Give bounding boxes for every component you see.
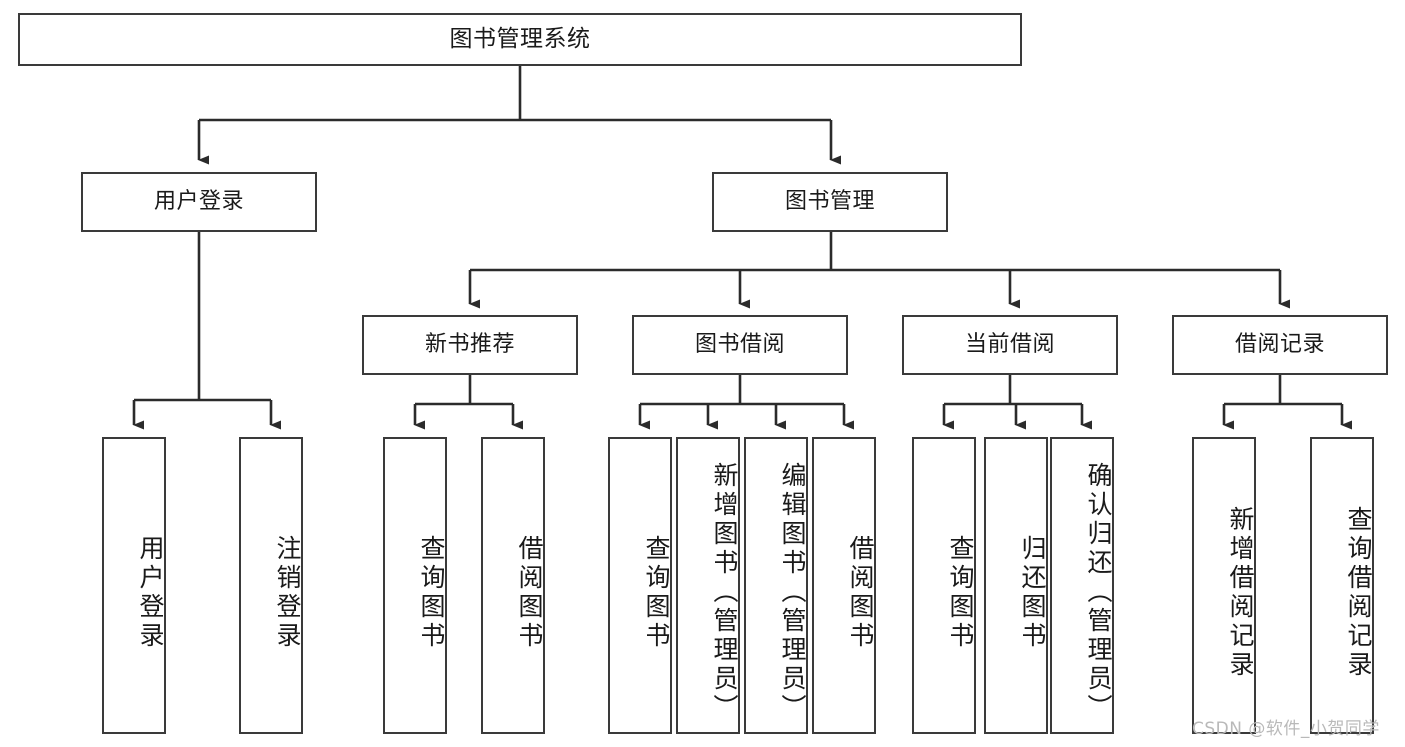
node-current-borrow-label: 当前借阅 — [964, 331, 1055, 357]
node-new-book-recommend-label: 新书推荐 — [424, 331, 515, 357]
node-leaf-user-login-label: 用户登录 — [136, 534, 165, 651]
node-book-management-label: 图书管理 — [784, 188, 875, 214]
node-leaf-confirm-return-admin[interactable]: 确认归还（管理员） — [1050, 437, 1114, 734]
node-root[interactable]: 图书管理系统 — [18, 13, 1022, 66]
node-leaf-borrow-book-recommend[interactable]: 借阅图书 — [481, 437, 545, 734]
node-leaf-query-book-borrow[interactable]: 查询图书 — [608, 437, 672, 734]
node-leaf-borrow-book[interactable]: 借阅图书 — [812, 437, 876, 734]
node-leaf-query-book-recommend[interactable]: 查询图书 — [383, 437, 447, 734]
node-leaf-add-book-admin[interactable]: 新增图书（管理员） — [676, 437, 740, 734]
node-leaf-borrow-book-label: 借阅图书 — [846, 534, 875, 651]
csdn-watermark: CSDN @软件_小贺同学 — [1192, 719, 1380, 739]
node-current-borrow[interactable]: 当前借阅 — [902, 315, 1118, 375]
node-leaf-add-book-admin-label: 新增图书（管理员） — [710, 462, 739, 723]
node-leaf-user-logout[interactable]: 注销登录 — [239, 437, 303, 734]
node-leaf-query-borrow-record[interactable]: 查询借阅记录 — [1310, 437, 1374, 734]
node-new-book-recommend[interactable]: 新书推荐 — [362, 315, 578, 375]
node-leaf-user-login[interactable]: 用户登录 — [102, 437, 166, 734]
node-leaf-query-book-borrow-label: 查询图书 — [642, 534, 671, 651]
node-leaf-query-borrow-record-label: 查询借阅记录 — [1344, 505, 1373, 680]
node-leaf-edit-book-admin-label: 编辑图书（管理员） — [778, 462, 807, 723]
node-leaf-confirm-return-admin-label: 确认归还（管理员） — [1084, 462, 1113, 723]
node-leaf-return-book[interactable]: 归还图书 — [984, 437, 1048, 734]
node-borrow-record-label: 借阅记录 — [1234, 331, 1325, 357]
node-root-label: 图书管理系统 — [449, 25, 591, 52]
node-user-login-label: 用户登录 — [153, 188, 244, 214]
node-leaf-add-borrow-record[interactable]: 新增借阅记录 — [1192, 437, 1256, 734]
node-leaf-query-book-recommend-label: 查询图书 — [417, 534, 446, 651]
node-book-borrow[interactable]: 图书借阅 — [632, 315, 848, 375]
node-borrow-record[interactable]: 借阅记录 — [1172, 315, 1388, 375]
node-leaf-query-book-current-label: 查询图书 — [946, 534, 975, 651]
node-leaf-edit-book-admin[interactable]: 编辑图书（管理员） — [744, 437, 808, 734]
node-leaf-user-logout-label: 注销登录 — [273, 534, 302, 651]
node-leaf-borrow-book-recommend-label: 借阅图书 — [515, 534, 544, 651]
node-leaf-return-book-label: 归还图书 — [1018, 534, 1047, 651]
node-leaf-add-borrow-record-label: 新增借阅记录 — [1226, 505, 1255, 680]
node-book-borrow-label: 图书借阅 — [694, 331, 785, 357]
node-book-management[interactable]: 图书管理 — [712, 172, 948, 232]
node-user-login[interactable]: 用户登录 — [81, 172, 317, 232]
node-leaf-query-book-current[interactable]: 查询图书 — [912, 437, 976, 734]
